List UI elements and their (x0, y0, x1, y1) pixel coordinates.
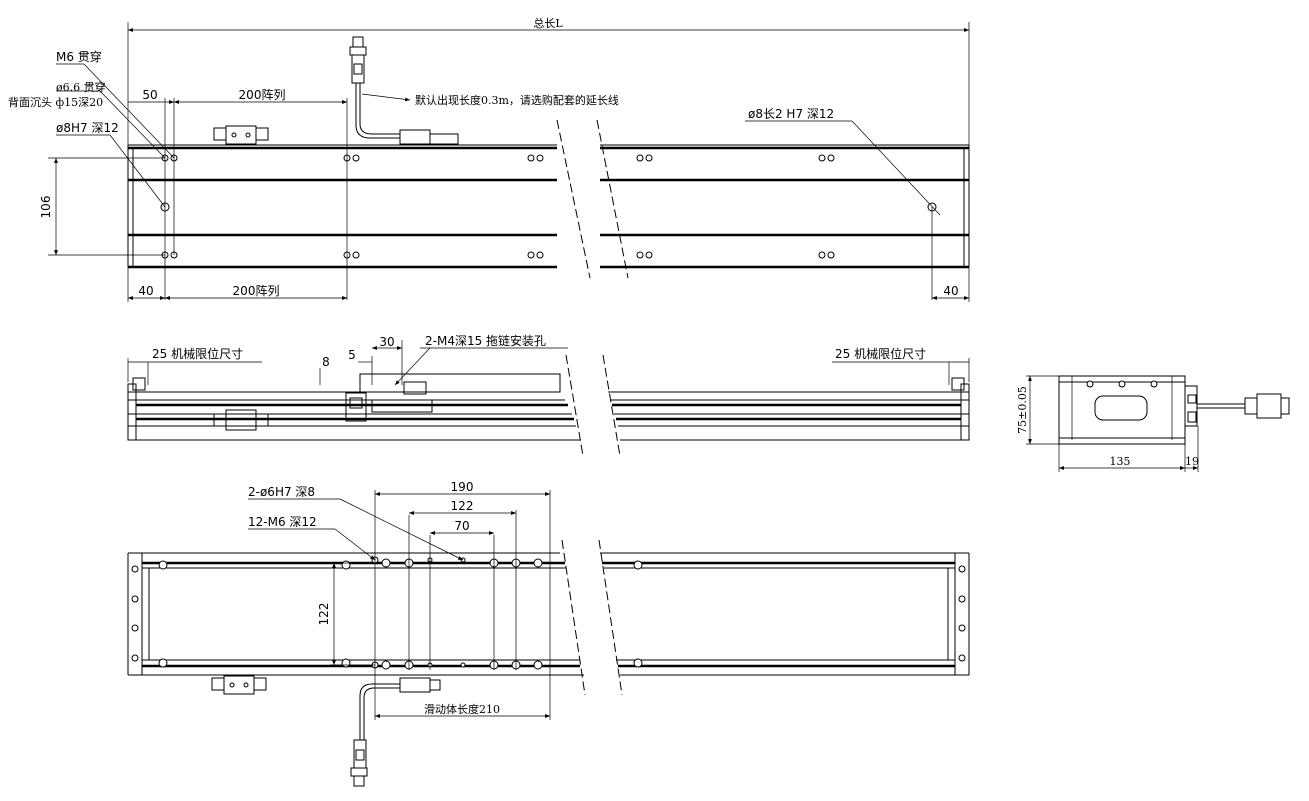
cable-note: 默认出现长度0.3m，请选购配套的延长线 (415, 93, 619, 107)
dim-8: 8 (322, 355, 330, 369)
end-screws (131, 560, 966, 668)
m6-through-label: M6 贯穿 (56, 49, 102, 64)
dim-190: 190 (451, 480, 474, 494)
top-body-left (127, 144, 557, 269)
side-body (127, 373, 970, 441)
break-line (556, 119, 591, 279)
dim-106: 106 (39, 196, 53, 219)
break-line (565, 354, 584, 457)
d8h7-label: ø8H7 深12 (56, 121, 119, 135)
slider-holes (371, 556, 543, 670)
plate-view: 190 122 70 122 滑动体长度210 2-ø6H7 深8 12-M6 … (127, 480, 970, 787)
m4-hole-label: 2-M4深15 拖链安装孔 (425, 333, 546, 348)
slider-length-label: 滑动体长度210 (424, 702, 500, 716)
sensor-block-top (213, 125, 269, 145)
dim-40-left: 40 (138, 284, 153, 298)
cable-connector-bottom (350, 677, 441, 787)
slot-hole-label: ø8长2 H7 深12 (748, 107, 834, 121)
sensor-block-bottom (211, 675, 267, 695)
dim-200-array-top: 200阵列 (239, 88, 286, 102)
total-length-label: 总长L (533, 16, 563, 30)
dim-5: 5 (348, 348, 356, 362)
top-view: 总长L (8, 16, 970, 302)
cable-connector-top (349, 36, 459, 145)
break-line (561, 539, 586, 696)
end-view: 75±0.05 135 19 (1016, 375, 1290, 472)
dim-122-top: 122 (451, 499, 474, 513)
pin-hole-label: 2-ø6H7 深8 (248, 485, 315, 499)
break-line (602, 354, 621, 457)
mount-holes (160, 154, 937, 259)
dim-30: 30 (379, 335, 394, 349)
m6-holes-label: 12-M6 深12 (248, 515, 317, 529)
side-view: 25 机械限位尺寸 25 机械限位尺寸 (127, 333, 970, 457)
limit-left-label: 25 机械限位尺寸 (152, 346, 243, 361)
dim-200-array-bottom: 200阵列 (233, 284, 280, 298)
dim-135: 135 (1110, 455, 1131, 468)
d66-through-label: ø6.6 贯穿 (56, 80, 106, 94)
dim-19: 19 (1185, 455, 1199, 468)
break-line (598, 539, 623, 696)
counterbore-label: 背面沉头 ф15深20 (8, 95, 103, 109)
dim-70: 70 (454, 519, 469, 533)
dim-122-side: 122 (317, 603, 331, 626)
limit-right-label: 25 机械限位尺寸 (835, 346, 926, 361)
top-body-right (600, 144, 970, 269)
dim-75: 75±0.05 (1016, 386, 1029, 434)
dim-50: 50 (142, 88, 157, 102)
break-line (596, 119, 629, 279)
dim-40-right: 40 (943, 284, 958, 298)
